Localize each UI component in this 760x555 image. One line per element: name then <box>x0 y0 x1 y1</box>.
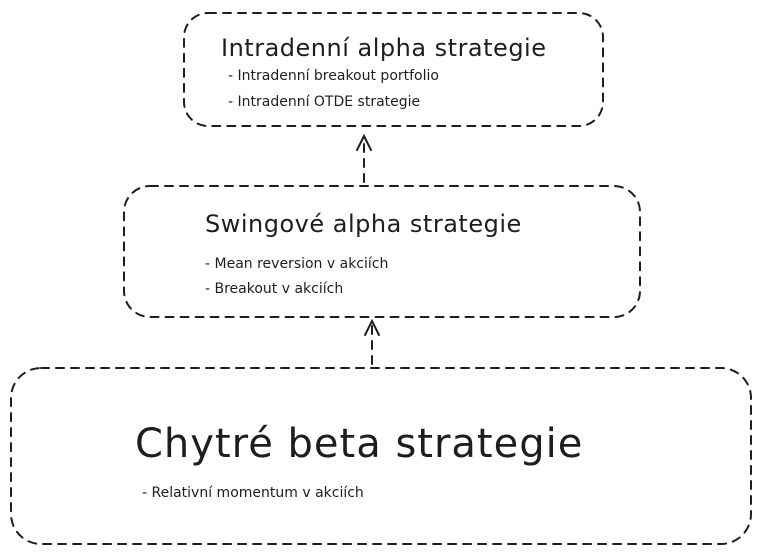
box-smart-beta[interactable] <box>10 367 752 545</box>
box-title-intraday: Intradenní alpha strategie <box>221 34 547 62</box>
list-item: - Breakout v akciích <box>205 281 344 297</box>
box-title-swing: Swingové alpha strategie <box>205 210 522 238</box>
box-title-smart-beta: Chytré beta strategie <box>135 421 584 467</box>
list-item: - Intradenní OTDE strategie <box>228 94 421 110</box>
list-item: - Mean reversion v akciích <box>205 256 389 272</box>
list-item: - Intradenní breakout portfolio <box>228 68 439 84</box>
arrow-beta-to-swing <box>364 318 380 365</box>
box-swing[interactable] <box>123 185 641 318</box>
list-item: - Relativní momentum v akciích <box>142 485 364 501</box>
box-intraday[interactable] <box>183 12 604 127</box>
arrow-swing-to-intraday <box>356 133 372 183</box>
